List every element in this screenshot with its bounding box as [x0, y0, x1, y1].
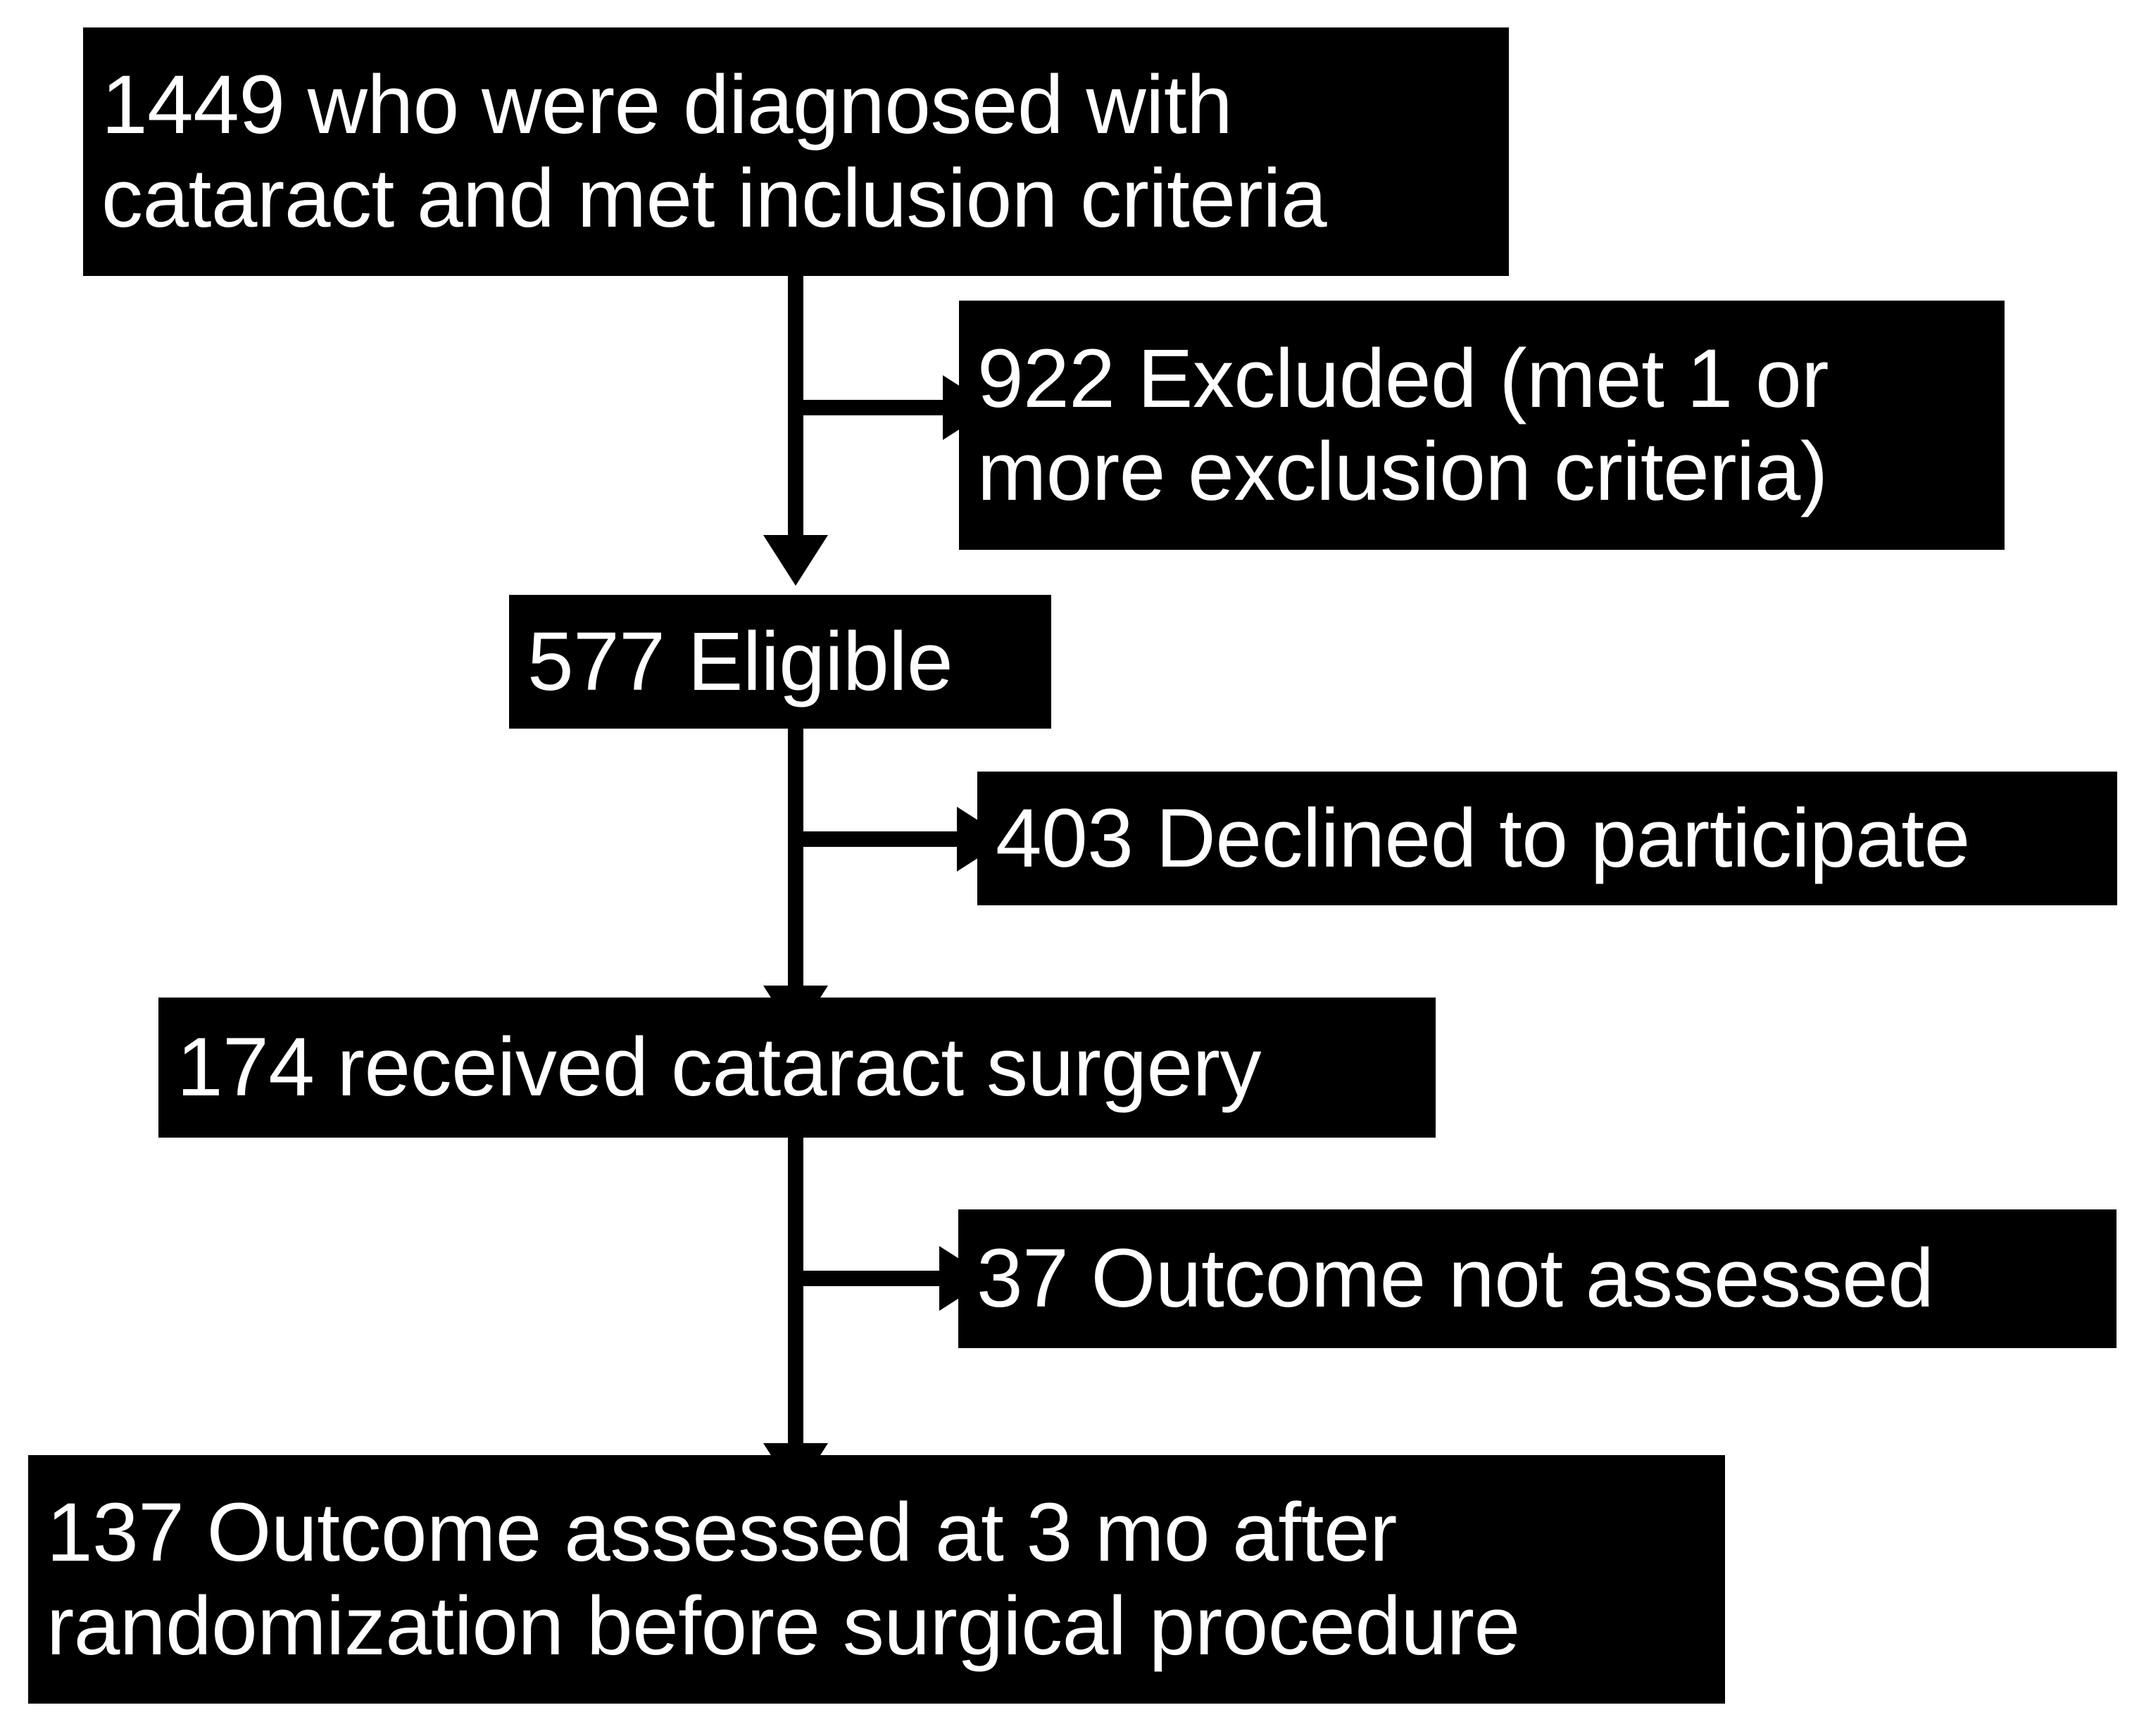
flow-node-eligible[interactable]: 577 Eligible: [509, 595, 1051, 729]
connector-stem-surgery-to-assessed: [788, 1138, 803, 1443]
connector-branch-surgery-to-not-assessed: [788, 1271, 939, 1286]
flow-node-screened[interactable]: 1449 who were diagnosed with cataract an…: [83, 27, 1509, 276]
flow-node-assessed-label: 137 Outcome assessed at 3 mo after rando…: [46, 1486, 1520, 1673]
flow-node-excluded[interactable]: 922 Excluded (met 1 or more exclusion cr…: [959, 301, 2005, 550]
arrowhead-down-icon-eligible: [763, 535, 828, 586]
flow-node-surgery[interactable]: 174 received cataract surgery: [158, 998, 1436, 1138]
flow-node-declined[interactable]: 403 Declined to participate: [977, 772, 2117, 905]
flow-node-declined-label: 403 Declined to participate: [996, 791, 1970, 885]
flow-node-screened-label: 1449 who were diagnosed with cataract an…: [101, 58, 1327, 245]
flow-node-surgery-label: 174 received cataract surgery: [177, 1021, 1261, 1114]
flow-node-assessed[interactable]: 137 Outcome assessed at 3 mo after rando…: [28, 1455, 1725, 1704]
flow-node-eligible-label: 577 Eligible: [527, 615, 953, 708]
connector-branch-screened-to-excluded: [788, 400, 943, 415]
flow-node-not-assessed-label: 37 Outcome not assessed: [977, 1232, 1934, 1326]
flow-node-not-assessed[interactable]: 37 Outcome not assessed: [958, 1209, 2116, 1348]
connector-branch-eligible-to-declined: [788, 831, 957, 847]
connector-stem-eligible-to-surgery: [788, 729, 803, 986]
flow-node-excluded-label: 922 Excluded (met 1 or more exclusion cr…: [977, 332, 1829, 518]
